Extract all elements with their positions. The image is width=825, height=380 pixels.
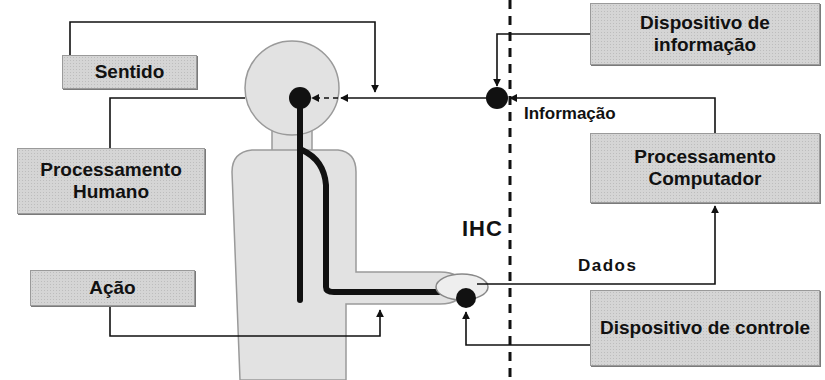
perception-arrow xyxy=(312,97,338,99)
control-device-box: Dispositivo de controle xyxy=(590,290,820,366)
data-line xyxy=(477,206,715,284)
computer-processing-box: Processamento Computador xyxy=(590,133,820,203)
nerve-lines xyxy=(300,98,455,300)
box-label: Processamento Humano xyxy=(26,159,196,203)
box-label: Dispositivo de informação xyxy=(599,12,811,56)
data-label: Dados xyxy=(578,256,637,276)
action-leader xyxy=(110,306,380,336)
control-leader xyxy=(466,312,590,345)
information-device-box: Dispositivo de informação xyxy=(590,3,820,65)
processing-leader xyxy=(110,98,245,148)
box-label: Processamento Computador xyxy=(599,146,811,190)
interface-boundary xyxy=(509,0,512,380)
action-box: Ação xyxy=(30,270,195,306)
interface-label: IHC xyxy=(462,216,503,242)
human-processing-box: Processamento Humano xyxy=(17,148,205,214)
person-figure xyxy=(232,41,462,380)
box-label: Dispositivo de controle xyxy=(600,317,810,339)
junction-dots xyxy=(289,87,508,308)
information-label: Informação xyxy=(524,104,616,124)
box-label: Sentido xyxy=(95,61,165,83)
sense-box: Sentido xyxy=(62,55,197,89)
display-leader xyxy=(497,34,590,86)
information-line xyxy=(510,98,715,133)
box-label: Ação xyxy=(89,277,135,299)
information-to-head xyxy=(341,97,497,99)
